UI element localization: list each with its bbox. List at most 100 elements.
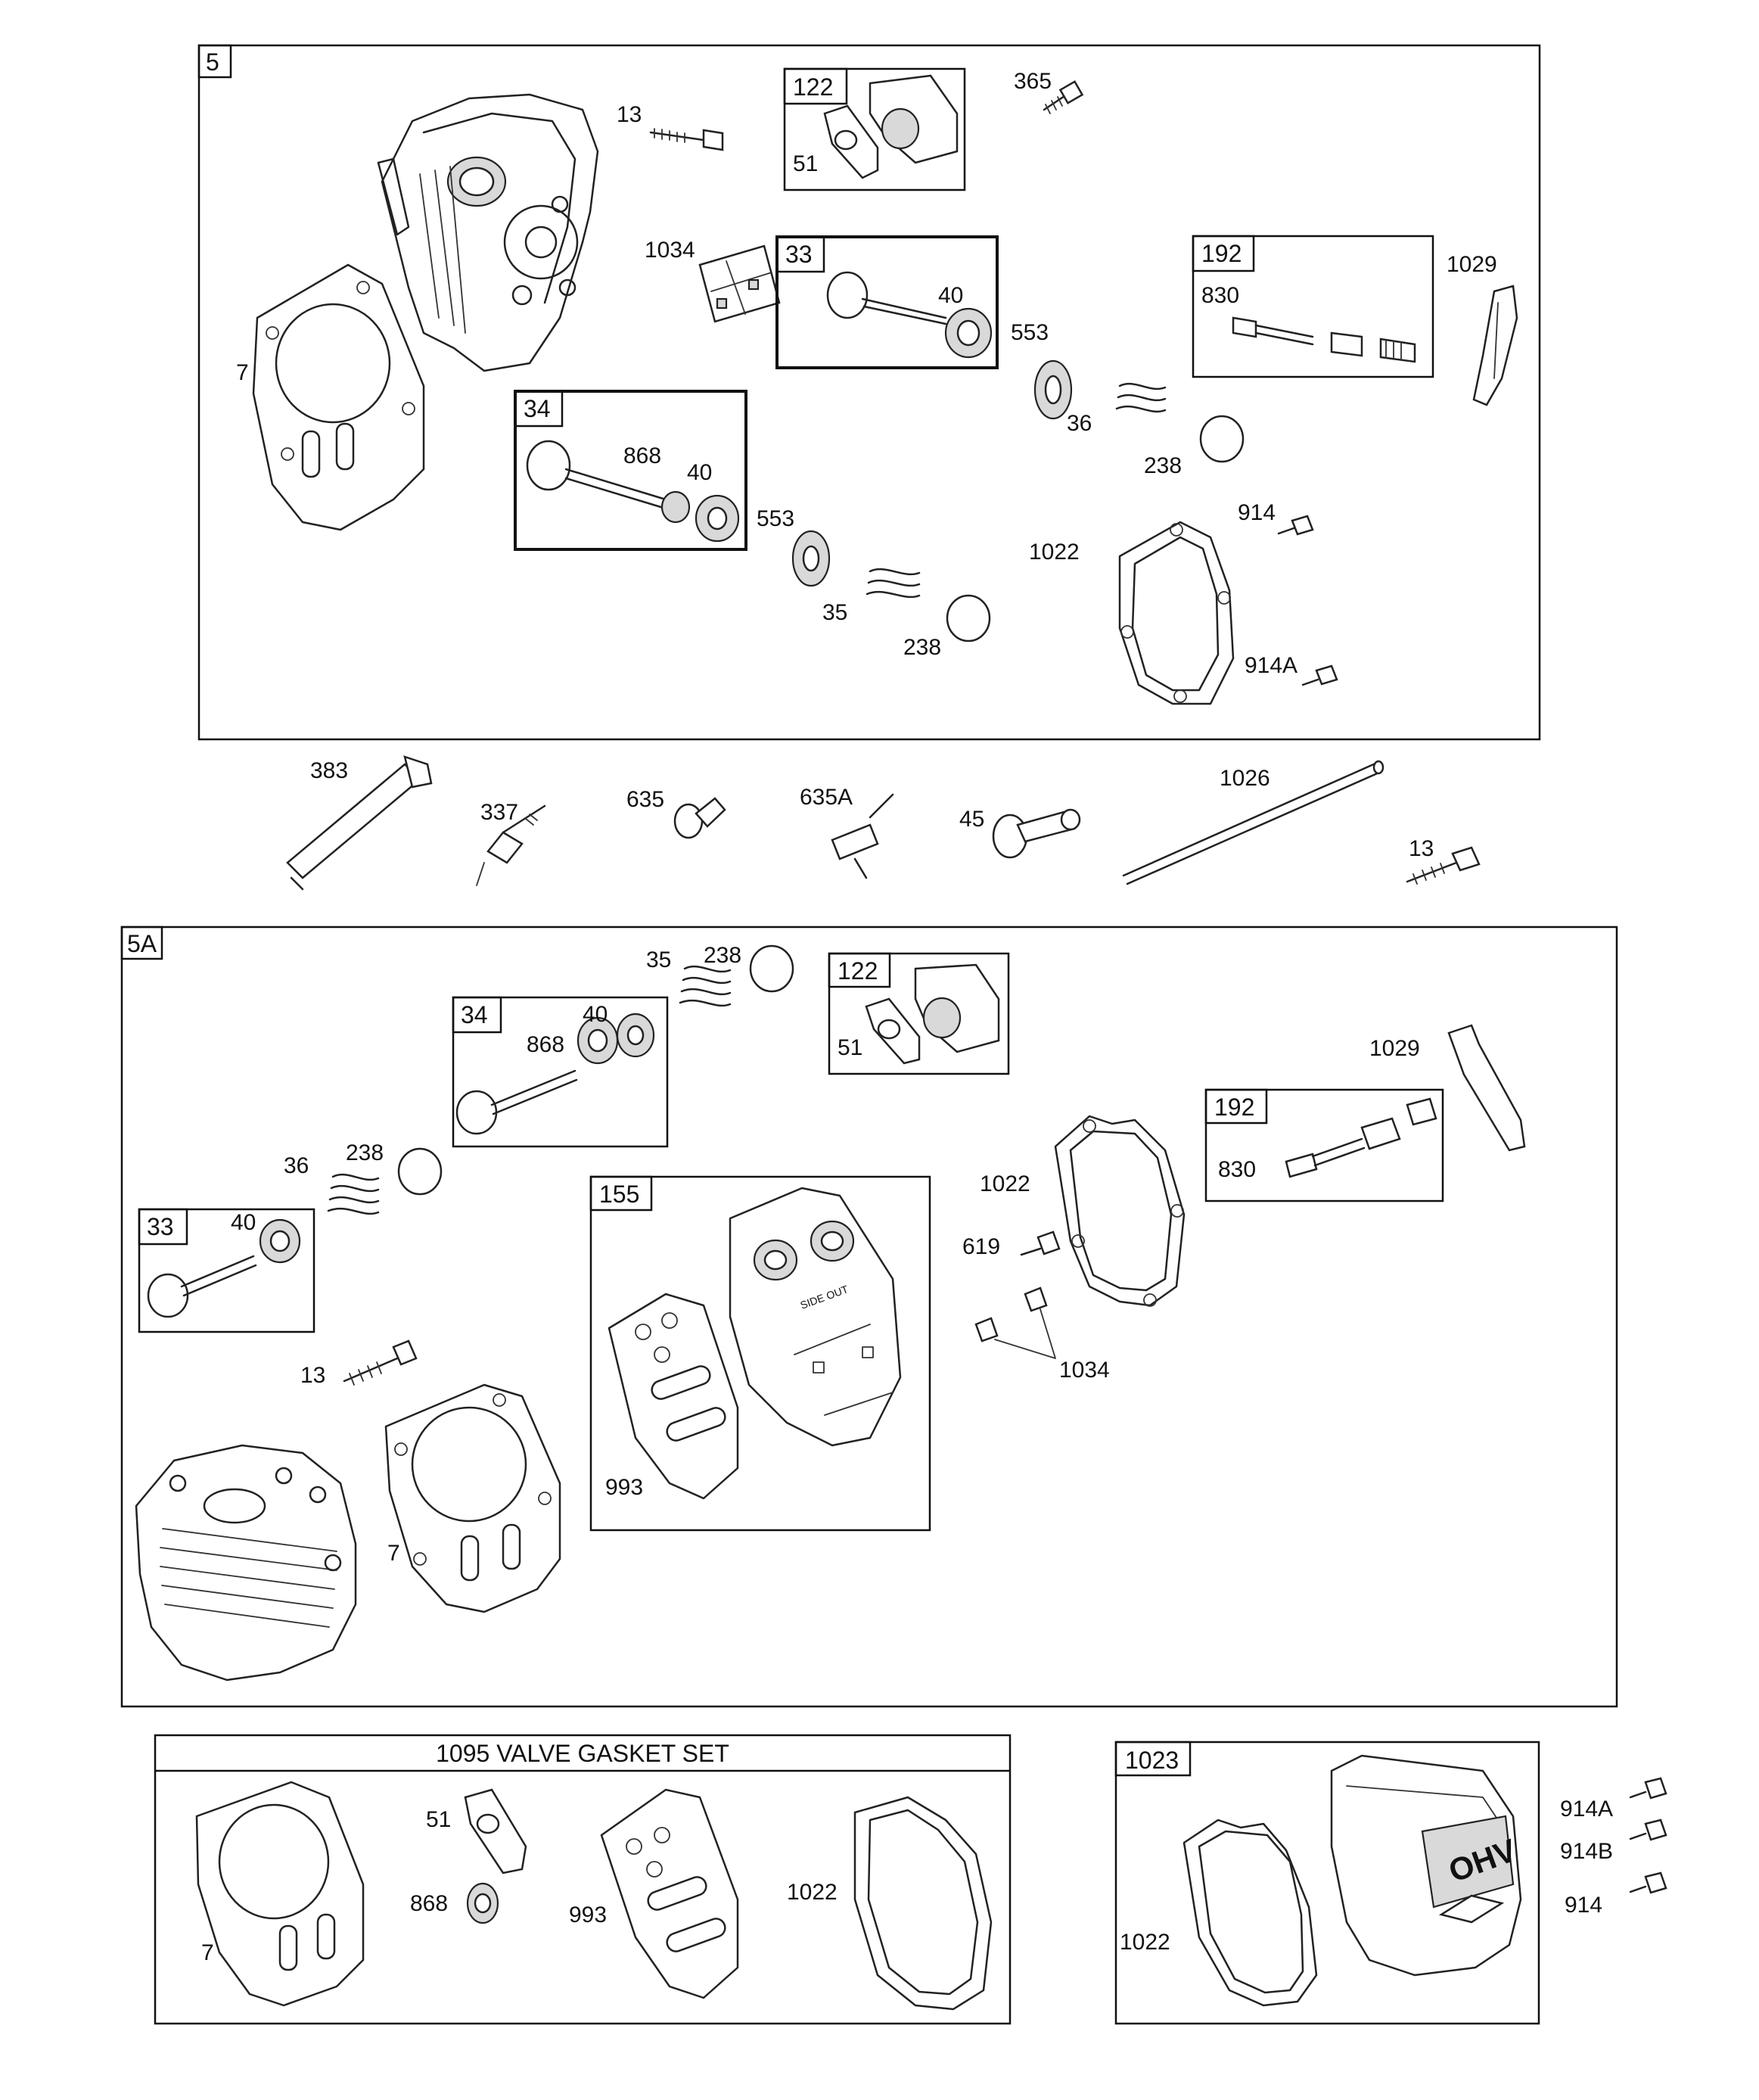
section-5A: 5A 34 122 bbox=[120, 926, 1618, 1708]
label-40-5A-intake: 40 bbox=[583, 1002, 608, 1027]
spring-35-5A-drawing bbox=[679, 944, 794, 1007]
label-914: 914 bbox=[1238, 500, 1276, 525]
label-40-5A-exhaust: 40 bbox=[231, 1210, 256, 1235]
valve-gasket-set-frame bbox=[154, 1734, 1012, 2025]
valve-cover-gasket-5A-drawing bbox=[1054, 1115, 1186, 1307]
valve-cover-drawing: OHV bbox=[1330, 1754, 1522, 1977]
box-122-5A-frame bbox=[828, 952, 1010, 1075]
label-1026: 1026 bbox=[1220, 766, 1270, 791]
label-868-5A: 868 bbox=[527, 1032, 564, 1057]
box-33-frame bbox=[775, 235, 999, 369]
valve-45-drawing bbox=[992, 808, 1081, 859]
bolt-13-drawing bbox=[649, 128, 724, 151]
label-13: 13 bbox=[617, 102, 642, 127]
section-5-id: 5 bbox=[206, 48, 219, 76]
gasket-1022-cover-drawing bbox=[1183, 1818, 1318, 2007]
box-33-5A-frame bbox=[138, 1208, 315, 1333]
box-155-id-box bbox=[589, 1175, 653, 1212]
label-45: 45 bbox=[959, 807, 984, 832]
cylinder-head-drawing bbox=[377, 93, 599, 372]
rocker-arm-drawing bbox=[1472, 285, 1518, 406]
box-155-id: 155 bbox=[599, 1181, 639, 1208]
label-1022: 1022 bbox=[1029, 540, 1080, 565]
box-1023-id-box bbox=[1114, 1741, 1192, 1777]
label-830: 830 bbox=[1201, 283, 1239, 308]
label-993-set: 993 bbox=[569, 1902, 607, 1927]
box-155-frame bbox=[589, 1175, 931, 1532]
box-34-id: 34 bbox=[524, 395, 551, 422]
valve-cover-gasket-drawing bbox=[1118, 521, 1235, 705]
label-1022-set: 1022 bbox=[787, 1880, 838, 1905]
rocker-stud-5A-drawing bbox=[1285, 1097, 1437, 1178]
label-553-bottom: 553 bbox=[757, 506, 794, 531]
exhaust-valve-5A-drawing bbox=[147, 1218, 301, 1318]
label-238-top: 238 bbox=[1144, 453, 1182, 478]
boot-635A-drawing bbox=[831, 793, 894, 879]
rocker-stud-drawing bbox=[1232, 316, 1416, 363]
section-5A-id-box bbox=[120, 926, 163, 960]
label-365: 365 bbox=[1014, 69, 1052, 94]
label-40-exhaust: 40 bbox=[938, 283, 963, 308]
box-192-5A-id: 192 bbox=[1214, 1094, 1254, 1121]
label-7-5A: 7 bbox=[387, 1541, 400, 1566]
box-192-id-box bbox=[1192, 235, 1255, 272]
bolt-619-drawing bbox=[1020, 1230, 1061, 1256]
box-34-5A-frame bbox=[452, 996, 669, 1148]
gasket-1022-set-drawing bbox=[853, 1796, 993, 2011]
gasket-993-drawing bbox=[608, 1293, 739, 1500]
intake-adapter-drawing bbox=[823, 74, 959, 179]
valve-gasket-set: 1095 VALVE GASKET SET 51 868 bbox=[154, 1734, 1012, 2025]
box-1023: 1023 OHV 914A 914B 914 1022 bbox=[1114, 1741, 1667, 2025]
label-1029-5A: 1029 bbox=[1369, 1036, 1420, 1061]
label-51: 51 bbox=[793, 151, 818, 176]
label-13-5A: 13 bbox=[300, 1363, 325, 1388]
bolt-13-lower-drawing bbox=[1406, 846, 1481, 885]
label-635: 635 bbox=[626, 787, 664, 812]
clips-1034-drawing bbox=[974, 1286, 1056, 1359]
bolts-1023-drawing bbox=[1629, 1777, 1667, 1894]
label-1029: 1029 bbox=[1447, 252, 1497, 277]
box-122-5A-id: 122 bbox=[838, 957, 878, 985]
label-51-5A: 51 bbox=[838, 1035, 862, 1060]
plate-155-drawing: SIDE OUT bbox=[729, 1187, 902, 1447]
intake-adapter-5A-drawing bbox=[865, 963, 1000, 1065]
label-1034-5A: 1034 bbox=[1059, 1358, 1110, 1383]
label-914A-1023: 914A bbox=[1560, 1797, 1613, 1822]
label-1022-5A: 1022 bbox=[980, 1171, 1030, 1196]
loose-parts: 383 337 635 635A 45 1026 13 bbox=[286, 755, 1481, 891]
valve-parts-section-5-drawing bbox=[791, 359, 1245, 642]
spring-36-5A-drawing bbox=[327, 1147, 443, 1215]
label-7: 7 bbox=[236, 360, 249, 385]
label-36-5A: 36 bbox=[284, 1153, 309, 1178]
gasket-993-set-drawing bbox=[600, 1788, 739, 1999]
screw-365-drawing bbox=[1043, 80, 1084, 114]
exhaust-valve-drawing bbox=[826, 271, 993, 359]
label-238-bottom: 238 bbox=[903, 635, 941, 660]
label-830-5A: 830 bbox=[1218, 1157, 1256, 1182]
rocker-arm-5A-drawing bbox=[1447, 1024, 1526, 1152]
label-993-5A: 993 bbox=[605, 1475, 643, 1500]
label-635A: 635A bbox=[800, 785, 853, 810]
label-914-1023: 914 bbox=[1565, 1893, 1602, 1918]
label-868-set: 868 bbox=[410, 1891, 448, 1916]
gasket-51-set-drawing bbox=[464, 1788, 527, 1874]
label-619: 619 bbox=[962, 1234, 1000, 1259]
breather-plate-drawing bbox=[698, 244, 781, 323]
box-192-frame bbox=[1192, 235, 1434, 378]
valve-gasket-set-title: 1095 VALVE GASKET SET bbox=[436, 1740, 729, 1767]
section-5-id-box bbox=[197, 44, 232, 79]
label-35: 35 bbox=[822, 600, 847, 625]
box-34-5A-id-box bbox=[452, 996, 502, 1034]
bolts-914-drawing bbox=[1277, 515, 1338, 686]
head-gasket-5A-drawing bbox=[384, 1383, 561, 1613]
box-1023-frame bbox=[1114, 1741, 1540, 2025]
label-36: 36 bbox=[1067, 411, 1092, 436]
section-5A-id: 5A bbox=[127, 930, 157, 957]
head-gasket-drawing bbox=[252, 263, 425, 531]
spark-plug-drawing bbox=[476, 804, 546, 886]
label-914A: 914A bbox=[1245, 653, 1297, 678]
label-238-5A: 238 bbox=[346, 1140, 384, 1165]
label-914B: 914B bbox=[1560, 1839, 1613, 1864]
box-34-frame bbox=[514, 390, 747, 551]
label-7-set: 7 bbox=[201, 1940, 214, 1965]
